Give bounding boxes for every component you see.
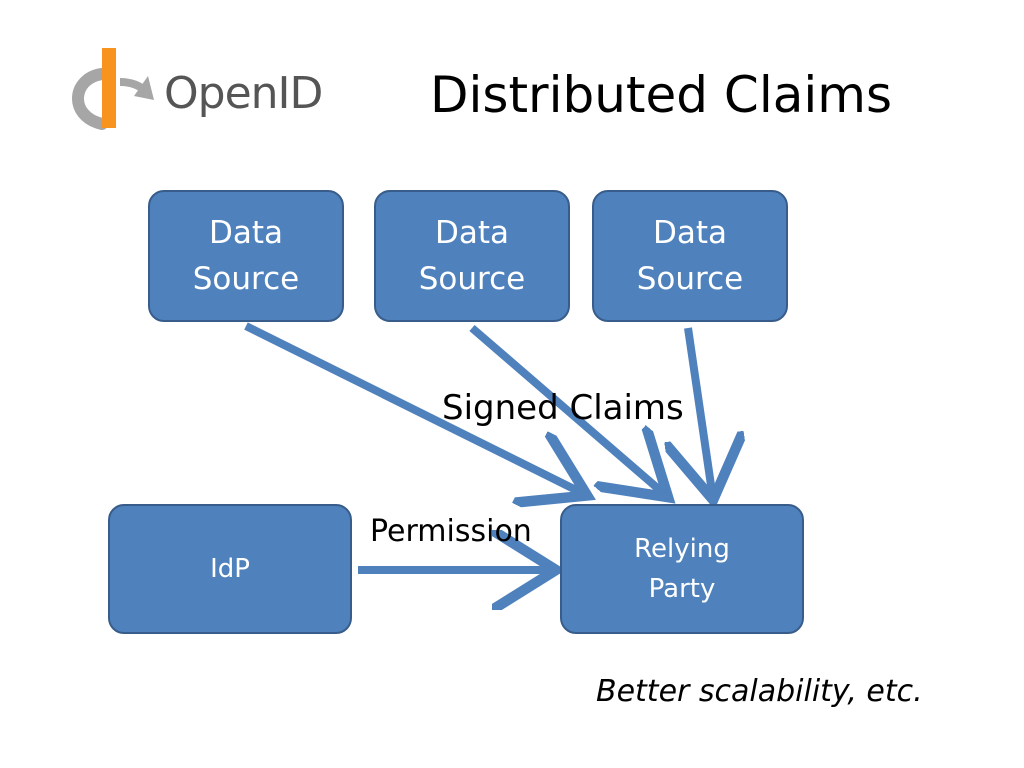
idp-box: IdP [108,504,352,634]
openid-logo: OpenID [62,46,332,130]
data-source-box-2: Data Source [374,190,570,322]
footer-note: Better scalability, etc. [596,674,923,709]
slide-title: Distributed Claims [430,66,893,124]
arrow-source2-to-rp [469,324,662,492]
arrow-source3-to-rp [688,327,712,492]
data-source-box-3: Data Source [592,190,788,322]
permission-label: Permission [370,514,532,549]
logo-wordmark: OpenID [164,68,323,119]
data-source-box-1: Data Source [148,190,344,322]
relying-party-box: Relying Party [560,504,804,634]
openid-logo-icon [72,48,154,130]
signed-claims-label: Signed Claims [442,388,684,428]
arrow-source1-to-rp [244,322,580,492]
